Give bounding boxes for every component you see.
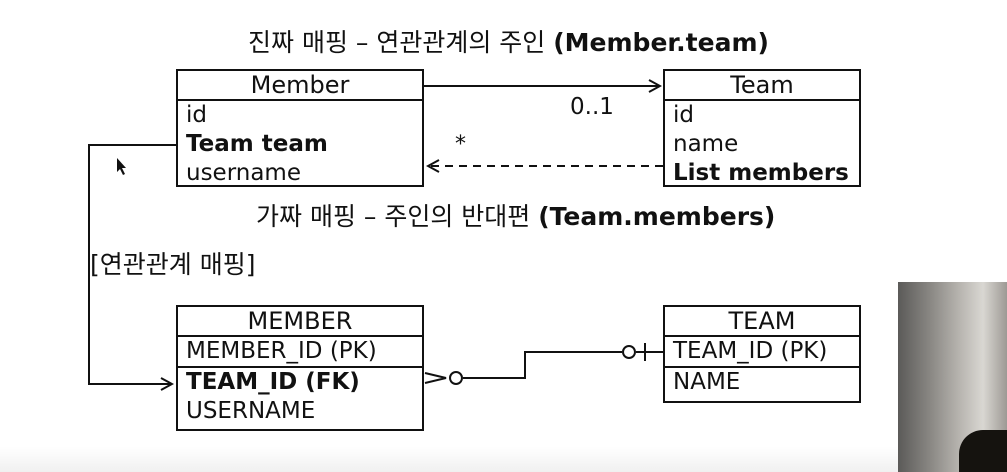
team-table-pk: TEAM_ID (PK) [673,338,828,364]
team-field-id: id [673,102,694,128]
inverse-mapping-field: (Team.members) [538,202,776,231]
team-table-box: TEAM TEAM_ID (PK) NAME [663,305,861,403]
member-table-columns: TEAM_ID (FK) USERNAME [178,368,422,426]
member-entity-box: Member id Team team username [176,69,424,187]
presenter-silhouette [959,430,1007,472]
member-table-pk: MEMBER_ID (PK) [186,338,377,364]
association-mapping-label: [연관관계 매핑] [90,250,256,279]
team-table-name: NAME [673,369,741,395]
owner-mapping-text: 진짜 매핑 – 연관관계의 주인 [248,28,554,57]
owner-mapping-title: 진짜 매핑 – 연관관계의 주인 (Member.team) [248,28,769,58]
multiplicity-members: * [455,132,466,157]
team-field-name: name [673,131,739,157]
inverse-mapping-title: 가짜 매핑 – 주인의 반대편 (Team.members) [256,202,775,232]
team-table-pk-section: TEAM_ID (PK) [665,337,859,368]
member-table-header: MEMBER [178,307,422,337]
mouse-cursor-icon [117,158,126,175]
member-table-pk-section: MEMBER_ID (PK) [178,337,422,368]
mapping-connector [88,144,176,384]
inverse-mapping-text: 가짜 매핑 – 주인의 반대편 [256,202,539,231]
member-entity-header: Member [178,71,422,101]
webcam-overlay [898,282,1007,472]
member-table-box: MEMBER MEMBER_ID (PK) TEAM_ID (FK) USERN… [176,305,424,431]
team-entity-fields: id name List members [665,101,859,188]
team-field-members: List members [673,160,849,186]
owner-mapping-field: (Member.team) [553,28,769,57]
team-entity-box: Team id name List members [663,69,861,187]
member-field-username: username [186,160,301,186]
team-table-header: TEAM [665,307,859,337]
member-entity-fields: id Team team username [178,101,422,188]
member-field-team: Team team [186,131,328,157]
erd-relationship-line [424,343,663,385]
video-bottom-shade [0,446,898,472]
team-table-columns: NAME [665,368,859,397]
member-table-fk: TEAM_ID (FK) [186,369,360,395]
member-field-id: id [186,102,207,128]
team-entity-header: Team [665,71,859,101]
member-table-username: USERNAME [186,398,316,424]
multiplicity-team: 0..1 [570,94,614,120]
